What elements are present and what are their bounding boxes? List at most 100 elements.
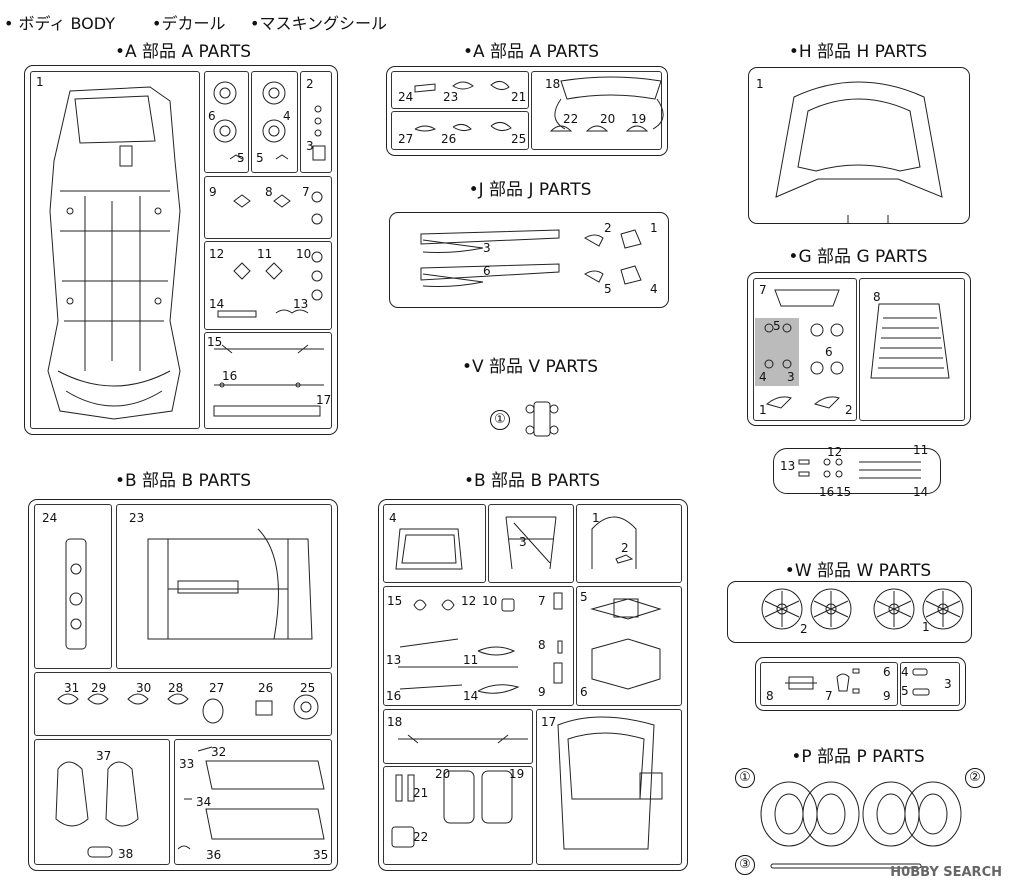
part-number: 16 <box>819 485 835 499</box>
b-cell-5-6 <box>576 586 682 706</box>
b-parts-mid-drawings <box>391 516 663 850</box>
part-number: 17 <box>541 715 557 729</box>
part-number: 5 <box>580 590 588 604</box>
header-b-parts-left: •B 部品 B PARTS <box>114 471 252 491</box>
b-cell-24 <box>34 504 112 669</box>
part-number: 35 <box>313 848 329 862</box>
part-number: 12 <box>827 445 843 459</box>
part-number: 5 <box>901 684 909 698</box>
header-p-parts: •P 部品 P PARTS <box>791 747 925 767</box>
a-cell-2-3 <box>300 71 332 173</box>
b-cell-23 <box>116 504 332 669</box>
w-parts-wheel-runner <box>727 581 972 643</box>
legend-decal: •デカール <box>152 14 226 33</box>
part-number: 16 <box>222 369 238 383</box>
v-parts-drawing <box>525 401 559 437</box>
part-number: 27 <box>398 132 414 146</box>
part-number: 15 <box>207 335 223 349</box>
part-number: 11 <box>257 247 273 261</box>
part-number: 3 <box>306 139 314 153</box>
part-number: 5 <box>773 319 781 333</box>
header-j-parts: •J 部品 J PARTS <box>468 180 592 200</box>
part-number: 2 <box>306 77 314 91</box>
part-number: 25 <box>511 132 527 146</box>
part-number: 20 <box>600 112 616 126</box>
watermark-logo: H0BBY SEARCH <box>890 865 1002 880</box>
part-number: 23 <box>129 511 145 525</box>
g-cell-1-7 <box>753 278 857 421</box>
part-number: 6 <box>883 665 891 679</box>
b-cell-1-2 <box>576 504 682 583</box>
header-w-parts: •W 部品 W PARTS <box>784 561 932 581</box>
part-number: 31 <box>64 681 80 695</box>
part-number: 10 <box>482 594 498 608</box>
part-number: 36 <box>206 848 222 862</box>
part-number: 3 <box>483 241 491 255</box>
j-parts-drawings <box>420 229 642 287</box>
part-number: 19 <box>631 112 647 126</box>
a-parts-drawings <box>213 81 326 417</box>
a-cell-21-24 <box>391 71 529 109</box>
g-parts-small-drawings <box>798 458 921 479</box>
part-number: 38 <box>118 847 134 861</box>
part-number: 32 <box>211 745 227 759</box>
part-number: 4 <box>389 511 397 525</box>
part-number: 24 <box>398 90 414 104</box>
part-number: 13 <box>293 297 309 311</box>
part-number: 7 <box>302 185 310 199</box>
part-number: 28 <box>168 681 184 695</box>
part-number: 9 <box>209 185 217 199</box>
g-masked-area <box>755 318 799 386</box>
g-parts-small-runner <box>773 448 941 494</box>
part-number: 5 <box>604 282 612 296</box>
part-number: 11 <box>913 443 929 457</box>
part-number: 27 <box>209 681 225 695</box>
b-cell-25-31 <box>34 672 332 736</box>
v-part-number: ① <box>490 410 510 430</box>
part-number: 6 <box>483 264 491 278</box>
legend-body: • ボディ BODY <box>4 14 115 33</box>
a-cell-4-5 <box>251 71 298 173</box>
part-number: 1 <box>650 221 658 235</box>
part-number: 29 <box>91 681 107 695</box>
part-number: 2 <box>845 403 853 417</box>
part-number: 13 <box>780 459 796 473</box>
w-cell-6-9 <box>760 662 898 706</box>
chassis-floor-part-1 <box>47 86 181 420</box>
part-number: 1 <box>36 75 44 89</box>
part-number: 12 <box>209 247 225 261</box>
part-number: 4 <box>650 282 658 296</box>
a-cell-18-22 <box>531 71 662 150</box>
legend-masking: •マスキングシール <box>250 14 387 33</box>
b-cell-17 <box>536 709 682 865</box>
part-number: 24 <box>42 511 58 525</box>
part-number: 33 <box>179 757 195 771</box>
header-a-parts-mid: •A 部品 A PARTS <box>462 42 600 62</box>
part-number: 14 <box>463 689 479 703</box>
part-number: 22 <box>413 830 429 844</box>
part-number: 2 <box>800 622 808 636</box>
part-number: 37 <box>96 749 112 763</box>
part-number: 15 <box>836 485 852 499</box>
part-number: 10 <box>296 247 312 261</box>
part-number: 8 <box>538 638 546 652</box>
part-number: 14 <box>913 485 929 499</box>
part-number: 8 <box>873 290 881 304</box>
part-number: 11 <box>463 653 479 667</box>
p-part-number-3: ③ <box>735 855 755 875</box>
part-number: 1 <box>756 77 764 91</box>
p-part-number-1: ① <box>735 768 755 788</box>
g-parts-drawings <box>764 289 950 409</box>
part-number: 7 <box>538 594 546 608</box>
part-number: 3 <box>944 677 952 691</box>
part-number: 8 <box>766 689 774 703</box>
part-number: 1 <box>922 620 930 634</box>
part-number: 4 <box>759 370 767 384</box>
part-number: 4 <box>283 109 291 123</box>
header-b-parts-mid: •B 部品 B PARTS <box>463 471 601 491</box>
h-parts-roof-drawing <box>775 81 943 223</box>
a-cell-chassis <box>30 71 200 429</box>
part-number: 7 <box>825 689 833 703</box>
part-number: 12 <box>461 594 477 608</box>
b-cell-32-36 <box>174 739 332 865</box>
